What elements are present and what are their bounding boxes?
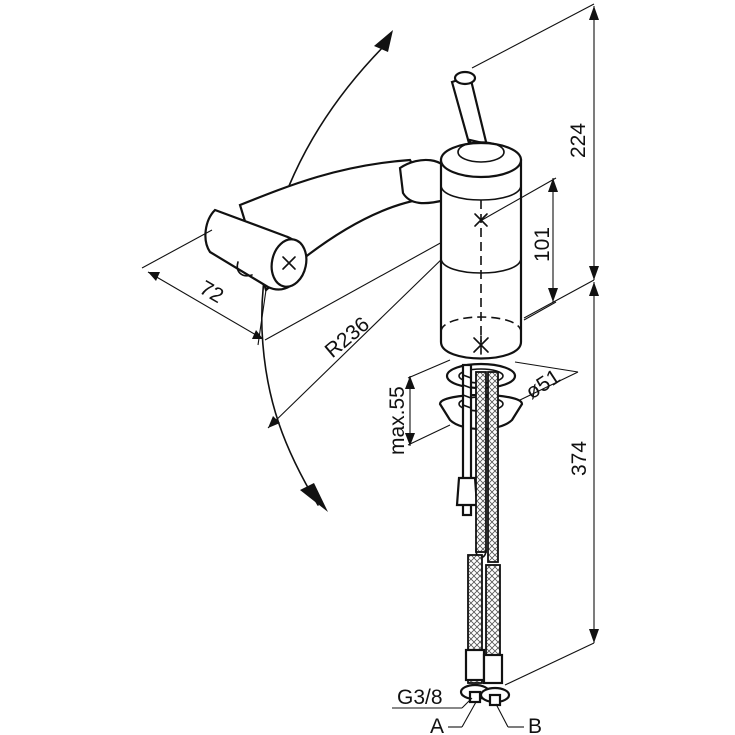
arc-arrow-bottom-icon (300, 483, 328, 512)
dimension-lower-height: 374 (504, 282, 599, 686)
mounting-hardware (438, 362, 524, 517)
inlet-a-label: A (430, 715, 444, 735)
spout (204, 158, 452, 292)
dimension-label-72: 72 (196, 276, 228, 308)
dimension-label-diameter: ø51 (522, 365, 565, 404)
dimension-upper-height: 224 (471, 3, 599, 319)
dimension-label-max55: max.55 (386, 386, 409, 455)
center-mark-icon (473, 335, 489, 355)
aerator-icon (236, 261, 253, 277)
supply-hoses (459, 371, 511, 707)
inlet-b-label: B (528, 715, 542, 735)
dimension-label-224: 224 (567, 123, 590, 158)
dimension-label-101: 101 (531, 227, 554, 262)
dimension-label-r236: R236 (321, 313, 374, 363)
dimension-label-374: 374 (568, 441, 591, 476)
swing-arc (261, 30, 393, 512)
pivot-cross-icon (474, 213, 488, 227)
connection-labels: G3/8 A B (392, 686, 542, 735)
spout-outlet-cross-icon (282, 256, 296, 270)
thread-label: G3/8 (397, 686, 443, 709)
dimension-diameter: ø51 (514, 361, 579, 404)
faucet-body (439, 141, 523, 360)
dimension-mount-thickness: max.55 (386, 359, 451, 455)
dimension-body-section: 101 (481, 177, 558, 321)
arc-arrow-top-icon (374, 30, 393, 52)
